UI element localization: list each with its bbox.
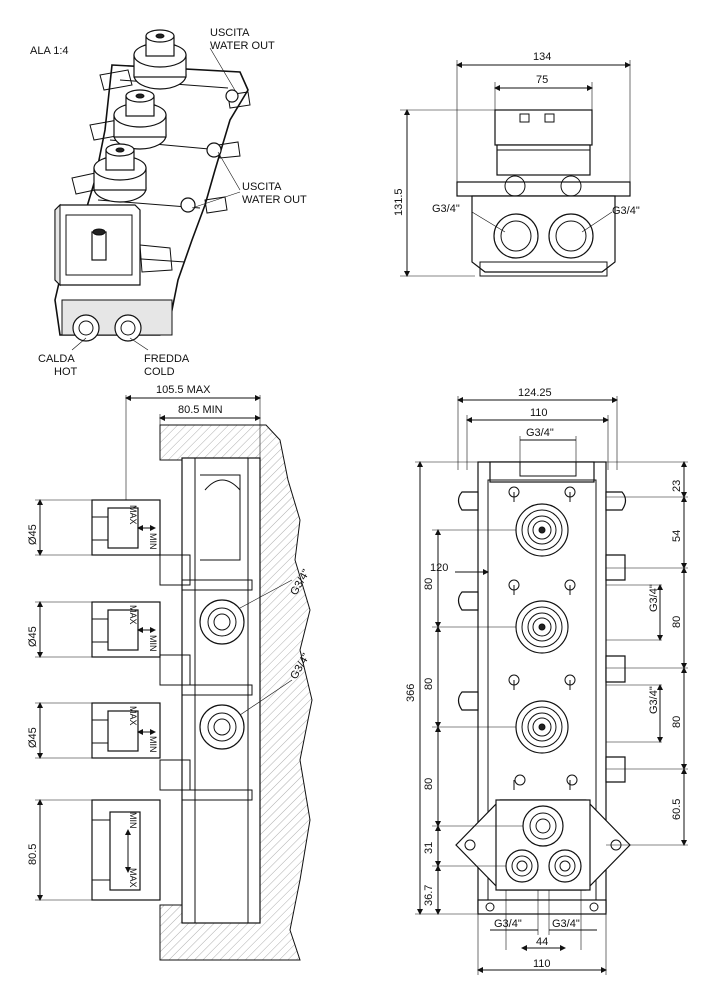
top-thread-left: G3/4": [432, 203, 460, 215]
side-cartridge-2: [91, 601, 161, 658]
front-valve-3: [515, 700, 569, 754]
front-dim-120: 120: [430, 562, 448, 574]
front-right-80a: 80: [671, 616, 683, 628]
front-bottom-110: 110: [533, 958, 551, 970]
side-depth-min: 80.5 MIN: [178, 404, 223, 416]
top-width-inner: 75: [536, 74, 548, 86]
cartridge-1: [133, 29, 187, 90]
side-min-3: MIN: [148, 736, 158, 753]
front-right-80b: 80: [671, 716, 683, 728]
hot-inlet: [72, 314, 100, 342]
front-thread-top: G3/4": [526, 427, 554, 439]
hot-label-2: HOT: [54, 366, 78, 378]
side-depth-max: 105.5 MAX: [156, 384, 211, 396]
front-left-80c: 80: [423, 778, 435, 790]
front-thread-r1: G3/4": [648, 584, 660, 612]
side-bottom-height: 80.5: [27, 844, 39, 865]
side-dia-2: Ø45: [27, 626, 39, 647]
front-valve-2: [515, 600, 569, 654]
cold-label-2: COLD: [144, 366, 175, 378]
side-min-2: MIN: [148, 635, 158, 652]
cartridge-3: [93, 143, 147, 203]
top-thread-right: G3/4": [612, 205, 640, 217]
cold-label-1: FREDDA: [144, 353, 190, 365]
front-left-80b: 80: [423, 678, 435, 690]
front-total-height: 366: [405, 684, 417, 702]
front-view: [415, 396, 688, 975]
outlet-top-label-2: WATER OUT: [210, 40, 275, 52]
side-cartridge-3: [91, 702, 161, 759]
side-dia-1: Ø45: [27, 524, 39, 545]
isometric-view: [54, 29, 251, 351]
side-max-2: MAX: [128, 605, 138, 625]
front-right-23: 23: [671, 480, 683, 492]
front-width-total: 124.25: [518, 387, 552, 399]
side-max-4: MAX: [128, 868, 138, 888]
outlet-mid-label-2: WATER OUT: [242, 194, 307, 206]
front-bottom-thread-right: G3/4": [552, 918, 580, 930]
front-bottom-thread-left: G3/4": [494, 918, 522, 930]
outlet-top-label-1: USCITA: [210, 27, 250, 39]
front-ears: [457, 491, 627, 783]
diverter-box: [54, 203, 173, 287]
side-cartridge-1: [91, 499, 161, 556]
side-max-3: MAX: [128, 706, 138, 726]
side-diverter: [91, 799, 161, 901]
top-width-total: 134: [533, 51, 551, 63]
front-width-inner: 110: [530, 407, 548, 419]
scale-label: ALA 1:4: [30, 45, 69, 57]
front-left-80a: 80: [423, 578, 435, 590]
front-valve-1: [515, 503, 569, 557]
outlet-mid-label-1: USCITA: [242, 181, 282, 193]
front-left-36-7: 36.7: [423, 885, 435, 906]
side-min-1: MIN: [148, 533, 158, 550]
side-view: [35, 395, 313, 961]
front-thread-r2: G3/4": [648, 686, 660, 714]
cartridge-2: [113, 89, 167, 150]
side-min-4: MIN: [128, 812, 138, 829]
side-dia-3: Ø45: [27, 727, 39, 748]
front-diverter: [455, 799, 631, 891]
front-bottom-44: 44: [536, 936, 548, 948]
top-height: 131.5: [393, 188, 405, 216]
front-right-60-5: 60.5: [671, 799, 683, 820]
top-view: [400, 60, 631, 277]
front-left-31: 31: [423, 842, 435, 854]
front-right-54: 54: [671, 530, 683, 542]
side-max-1: MAX: [128, 505, 138, 525]
cold-inlet: [114, 314, 142, 342]
hot-label-1: CALDA: [38, 353, 75, 365]
